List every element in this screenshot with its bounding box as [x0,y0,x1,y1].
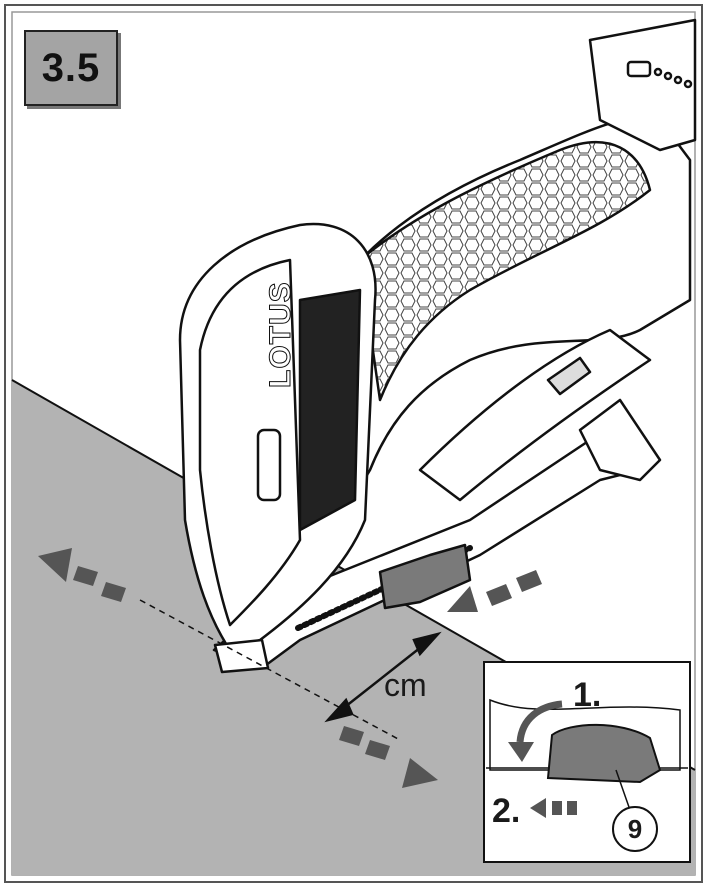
inset-callout-leader [615,769,631,811]
magazine-latch [378,543,472,610]
dimension-arrow [324,631,442,723]
head-window [256,428,282,502]
inset-slide-arrow [530,798,577,818]
inset-step-1-label: 1. [573,676,602,714]
battery-led-1 [653,67,663,77]
inset-detail [483,661,691,863]
alignment-line [139,599,401,741]
rear-foot [578,398,662,482]
arrow-right-down [339,726,438,788]
battery-indicator [626,60,652,78]
dimension-unit-label: cm [384,667,427,703]
arrow-left [38,548,126,602]
battery-led-2 [663,71,673,81]
inset-rotate-arrowhead [508,742,534,762]
battery-led-3 [673,75,683,85]
battery-led-4 [683,79,693,89]
battery-pack [588,18,697,152]
brand-panel [298,288,362,532]
nose-tip [213,638,270,674]
inset-latch [546,723,662,784]
step-number-text: 3.5 [41,45,101,90]
inset-step-2-label: 2. [492,792,521,830]
inset-rotate-arrow [516,700,563,743]
grip-texture [358,140,652,402]
stapler-tool [178,18,697,674]
tool-brand-label: LOTUS [264,281,298,389]
trigger-switch [546,356,592,396]
inset-callout-number: 9 [612,806,658,852]
trigger-loop [418,328,652,502]
arrow-push [447,570,542,612]
step-number-badge: 3.5 [24,30,118,106]
head-side-panel [198,258,302,627]
